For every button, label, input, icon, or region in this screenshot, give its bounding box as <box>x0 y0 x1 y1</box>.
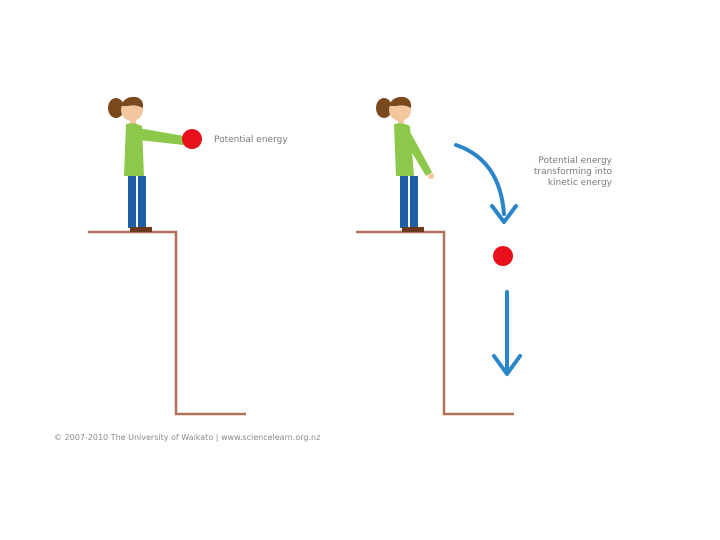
potential-energy-label: Potential energy <box>214 135 288 145</box>
left-ledge <box>88 230 246 416</box>
girl-released-ball-icon <box>376 96 434 232</box>
girl-holding-ball-icon <box>108 96 184 232</box>
transforming-label-line1: Potential energy <box>538 156 612 166</box>
held-ball <box>182 129 202 149</box>
right-ledge <box>356 230 514 416</box>
transforming-label-line3: kinetic energy <box>547 178 612 188</box>
curved-arrow-icon <box>454 143 518 224</box>
down-arrow-icon <box>492 290 522 376</box>
copyright-credit: © 2007-2010 The University of Waikato | … <box>54 433 321 442</box>
transforming-label: Potential energy transforming into kinet… <box>512 156 612 189</box>
ball-icon <box>493 246 513 266</box>
transforming-label-line2: transforming into <box>533 167 612 177</box>
